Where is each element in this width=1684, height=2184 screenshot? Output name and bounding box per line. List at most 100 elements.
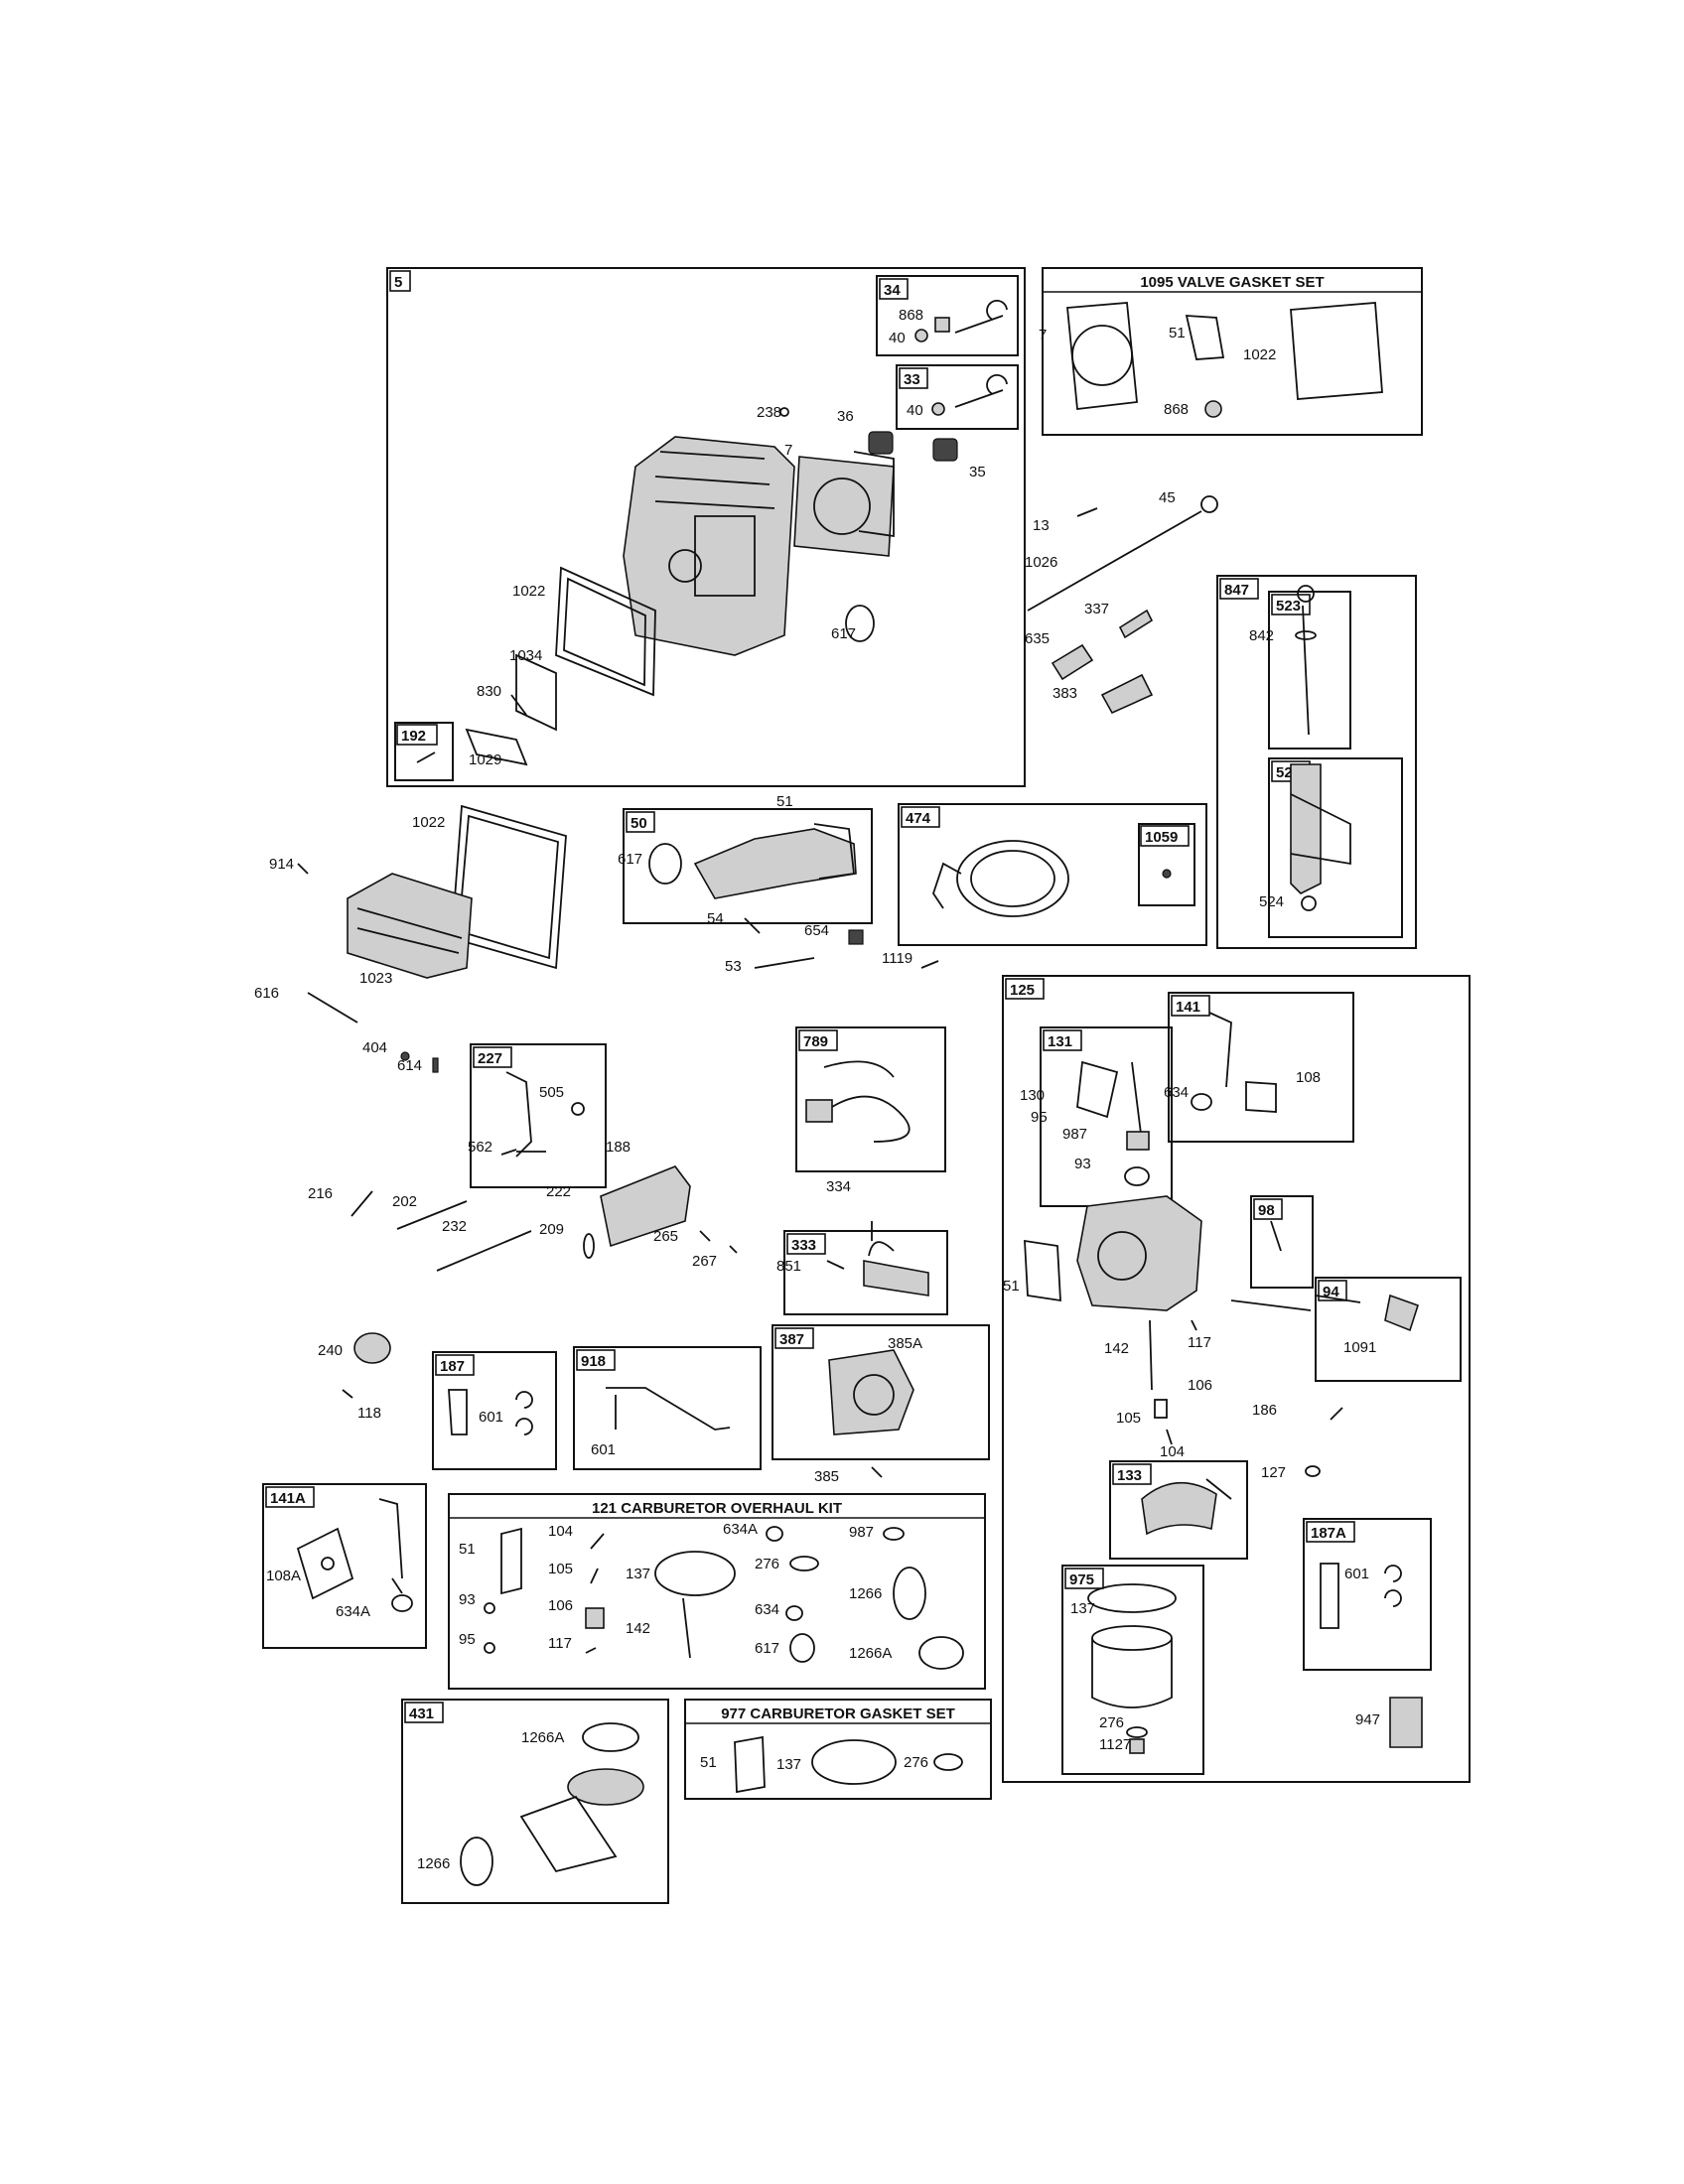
dipstick-drawing <box>1290 585 1351 911</box>
callout-137: 137 <box>776 1756 801 1773</box>
assembly-box-387 <box>772 1324 990 1460</box>
callout-142: 142 <box>626 1620 650 1637</box>
callout-617: 617 <box>831 625 856 642</box>
assembly-tag-187: 187 <box>440 1358 465 1375</box>
callout-947: 947 <box>1355 1711 1380 1728</box>
callout-562: 562 <box>468 1139 492 1156</box>
callout-240: 240 <box>318 1342 343 1359</box>
intake-manifold-drawing <box>648 823 939 969</box>
assembly-box-1059 <box>1138 823 1195 906</box>
intake-elbow-drawing <box>460 1722 644 1886</box>
wiring-harness-drawing <box>805 1060 911 1143</box>
callout-222: 222 <box>546 1183 571 1200</box>
callout-634A: 634A <box>723 1521 758 1538</box>
assembly-tag-187A: 187A <box>1311 1525 1346 1542</box>
fuel-hose-187-drawing <box>448 1389 533 1435</box>
callout-54: 54 <box>707 910 724 927</box>
assembly-box-789 <box>795 1026 946 1172</box>
callout-104: 104 <box>548 1523 573 1540</box>
assembly-tag-133: 133 <box>1117 1467 1142 1484</box>
callout-51: 51 <box>700 1754 717 1771</box>
callout-987: 987 <box>1062 1126 1087 1143</box>
assembly-box-98 <box>1250 1195 1314 1289</box>
choke-assembly-141A-drawing <box>296 1498 413 1612</box>
assembly-tag-131: 131 <box>1048 1033 1072 1050</box>
assembly-box-525 <box>1268 757 1403 938</box>
callout-634: 634 <box>1164 1084 1189 1101</box>
callout-334: 334 <box>826 1178 851 1195</box>
assembly-tag-141A: 141A <box>270 1490 306 1507</box>
middle-hardware-drawing <box>1027 495 1218 715</box>
assembly-box-50 <box>623 808 873 924</box>
callout-914: 914 <box>269 856 294 873</box>
callout-505: 505 <box>539 1084 564 1101</box>
callout-830: 830 <box>477 683 501 700</box>
callout-106: 106 <box>1188 1377 1212 1394</box>
cylinder-head-drawing <box>416 299 1008 766</box>
callout-232: 232 <box>442 1218 467 1235</box>
callout-634: 634 <box>755 1601 779 1618</box>
callout-383: 383 <box>1052 685 1077 702</box>
callout-108: 108 <box>1296 1069 1321 1086</box>
callout-265: 265 <box>653 1228 678 1245</box>
callout-51: 51 <box>459 1541 476 1558</box>
callout-385A: 385A <box>888 1335 922 1352</box>
assembly-title-121: 121 CARBURETOR OVERHAUL KIT <box>592 1500 842 1517</box>
callout-276: 276 <box>755 1556 779 1572</box>
callout-601: 601 <box>1344 1566 1369 1582</box>
callout-987: 987 <box>849 1524 874 1541</box>
assembly-box-918 <box>573 1346 762 1470</box>
callout-617: 617 <box>755 1640 779 1657</box>
assembly-box-94 <box>1315 1277 1462 1382</box>
callout-137: 137 <box>1070 1600 1095 1617</box>
assembly-tag-98: 98 <box>1258 1202 1275 1219</box>
callout-868: 868 <box>1164 401 1189 418</box>
callout-868: 868 <box>899 307 923 324</box>
assembly-box-5 <box>386 267 1026 787</box>
assembly-box-977 <box>684 1699 992 1800</box>
assembly-box-474 <box>898 803 1207 946</box>
callout-601: 601 <box>479 1409 503 1426</box>
callout-276: 276 <box>904 1754 928 1771</box>
callout-51: 51 <box>1003 1278 1020 1295</box>
governor-linkage-drawing <box>351 1071 738 1272</box>
assembly-box-141 <box>1168 992 1354 1143</box>
callout-524: 524 <box>1259 893 1284 910</box>
callout-616: 616 <box>254 985 279 1002</box>
assembly-box-1095 <box>1042 267 1423 436</box>
callout-188: 188 <box>606 1139 631 1156</box>
assembly-tag-975: 975 <box>1069 1571 1094 1588</box>
callout-7: 7 <box>1039 327 1047 343</box>
callout-130: 130 <box>1020 1087 1045 1104</box>
assembly-title-1095: 1095 VALVE GASKET SET <box>1140 274 1324 291</box>
callout-1023: 1023 <box>359 970 392 987</box>
fuel-filter-drawing <box>342 1332 391 1399</box>
assembly-box-847 <box>1216 575 1417 949</box>
assembly-tag-523: 523 <box>1276 598 1301 614</box>
callout-53: 53 <box>725 958 742 975</box>
callout-238: 238 <box>757 404 781 421</box>
callout-106: 106 <box>548 1597 573 1614</box>
callout-634A: 634A <box>336 1603 370 1620</box>
assembly-box-121 <box>448 1493 986 1690</box>
assembly-boxes: 5 34 33 1095 VALVE GASKET SET 192 847 52… <box>262 267 1471 1904</box>
fuel-pump-drawing <box>828 1349 914 1478</box>
assembly-tag-192: 192 <box>401 728 426 745</box>
callout-1266A: 1266A <box>849 1645 892 1662</box>
alternator-drawing <box>932 840 1172 917</box>
callout-404: 404 <box>362 1039 387 1056</box>
callout-614: 614 <box>397 1057 422 1074</box>
assembly-box-187A <box>1303 1518 1432 1671</box>
callout-635: 635 <box>1025 630 1050 647</box>
callout-51: 51 <box>1169 325 1186 341</box>
part-drawings <box>296 299 1423 1886</box>
valve-cover-drawing <box>297 804 567 1073</box>
assembly-title-977: 977 CARBURETOR GASKET SET <box>721 1706 955 1722</box>
assembly-box-33 <box>896 364 1019 430</box>
callout-labels: 868 40 40 238 36 7 35 1022 617 1034 830 … <box>254 307 1380 1872</box>
assembly-box-523 <box>1268 591 1351 750</box>
callout-127: 127 <box>1261 1464 1286 1481</box>
callout-95: 95 <box>1031 1109 1048 1126</box>
callout-40: 40 <box>907 402 923 419</box>
